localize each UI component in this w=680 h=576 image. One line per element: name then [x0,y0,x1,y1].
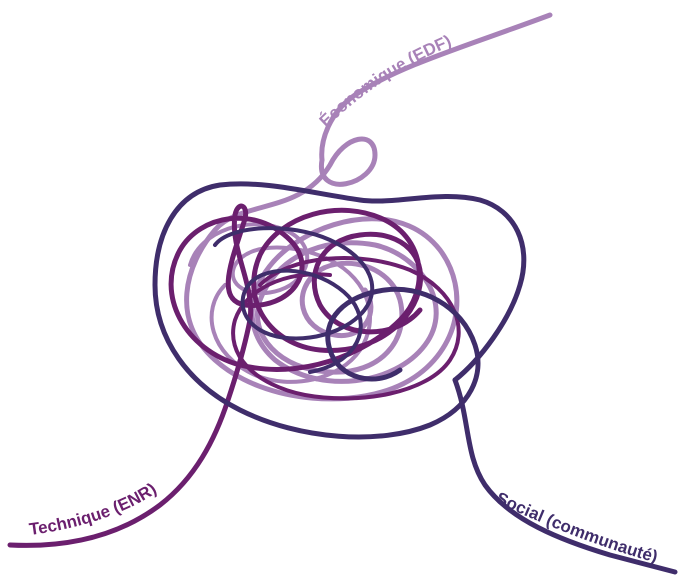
strand-social-outer-loop [152,181,527,440]
label-technique: Technique (ENR) [28,479,160,539]
strand-technique-tangle [168,203,424,372]
strand-social-inner-loop [213,226,375,374]
label-economique: Économique (EDF) [316,31,454,130]
strand-technique [7,203,461,548]
strand-economique-tangle [184,136,460,402]
label-social: Social (communauté) [493,488,660,566]
strand-social [152,181,678,575]
strand-social-tail [452,377,678,575]
strand-economique-tail [319,12,553,163]
strand-technique-ring [231,256,461,401]
